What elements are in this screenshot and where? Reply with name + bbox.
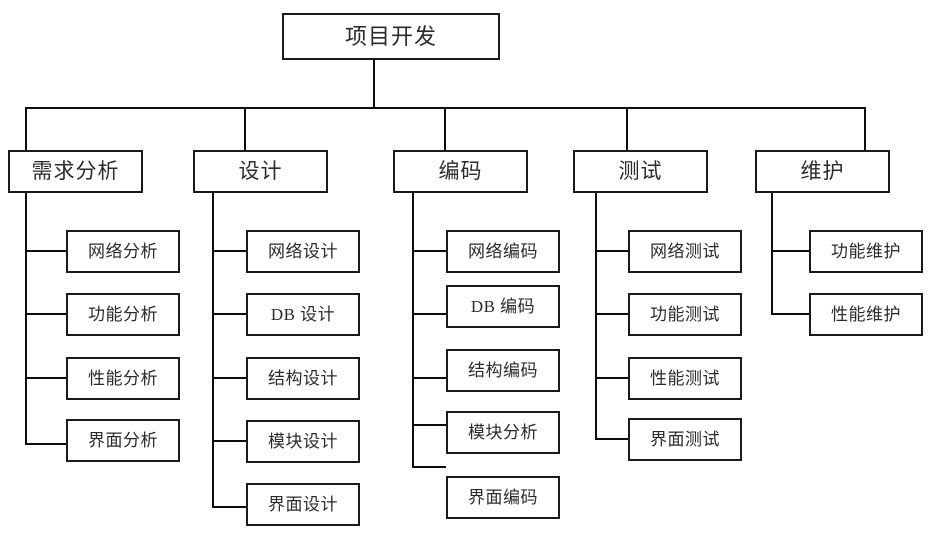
connector-branch-1-stub-3 — [25, 377, 66, 379]
node-leaf-4-1-label: 网络测试 — [650, 242, 720, 261]
connector-branch-3-stub-1 — [412, 250, 446, 252]
node-leaf-1-1[interactable]: 网络分析 — [66, 230, 180, 273]
node-leaf-2-1[interactable]: 网络设计 — [246, 230, 360, 273]
node-branch-5-label: 维护 — [800, 159, 845, 183]
connector-branch-4-stub-2 — [595, 313, 628, 315]
node-leaf-1-2[interactable]: 功能分析 — [66, 293, 180, 336]
node-leaf-2-3-label: 结构设计 — [268, 369, 338, 388]
node-leaf-4-3-label: 性能测试 — [650, 369, 720, 388]
node-leaf-3-5-label: 界面编码 — [468, 488, 538, 507]
node-leaf-2-5-label: 界面设计 — [268, 495, 338, 514]
connector-branch-3-stub-2 — [412, 313, 446, 315]
connector-bus-drop-5 — [864, 107, 866, 151]
node-leaf-1-3[interactable]: 性能分析 — [66, 357, 180, 400]
node-leaf-5-2-label: 性能维护 — [831, 305, 901, 324]
connector-branch-5-stub-1 — [771, 250, 809, 252]
node-leaf-4-4[interactable]: 界面测试 — [628, 418, 742, 461]
node-leaf-4-3[interactable]: 性能测试 — [628, 357, 742, 400]
node-branch-5[interactable]: 维护 — [755, 150, 890, 193]
node-branch-3-label: 编码 — [438, 159, 483, 183]
connector-bus-drop-3 — [444, 107, 446, 151]
connector-bus-drop-1 — [25, 107, 27, 151]
node-leaf-3-4-label: 模块分析 — [468, 423, 538, 442]
node-leaf-2-2[interactable]: DB 设计 — [246, 293, 360, 336]
node-leaf-5-1[interactable]: 功能维护 — [809, 230, 923, 273]
connector-branch-2-spine — [212, 193, 214, 508]
node-leaf-1-3-label: 性能分析 — [88, 369, 158, 388]
connector-bus-drop-2 — [244, 107, 246, 151]
connector-branch-3-stub-3 — [412, 377, 446, 379]
node-leaf-4-4-label: 界面测试 — [650, 430, 720, 449]
node-leaf-1-4-label: 界面分析 — [88, 431, 158, 450]
connector-branch-4-spine — [595, 193, 597, 440]
node-leaf-1-1-label: 网络分析 — [88, 242, 158, 261]
connector-branch-2-stub-1 — [212, 250, 246, 252]
node-leaf-5-1-label: 功能维护 — [831, 242, 901, 261]
node-leaf-4-1[interactable]: 网络测试 — [628, 230, 742, 273]
node-root[interactable]: 项目开发 — [282, 13, 500, 60]
node-leaf-3-3-label: 结构编码 — [468, 361, 538, 380]
node-leaf-2-5[interactable]: 界面设计 — [246, 483, 360, 526]
connector-branch-2-stub-2 — [212, 313, 246, 315]
node-leaf-1-4[interactable]: 界面分析 — [66, 419, 180, 462]
connector-branch-5-stub-2 — [771, 313, 809, 315]
node-branch-1-label: 需求分析 — [31, 159, 120, 183]
connector-branch-5-spine — [771, 193, 773, 315]
node-branch-4[interactable]: 测试 — [573, 150, 708, 193]
node-branch-1[interactable]: 需求分析 — [8, 150, 143, 193]
node-leaf-1-2-label: 功能分析 — [88, 305, 158, 324]
node-branch-4-label: 测试 — [618, 159, 663, 183]
connector-branch-3-stub-5 — [412, 466, 446, 468]
node-leaf-3-5[interactable]: 界面编码 — [446, 476, 560, 519]
node-branch-3[interactable]: 编码 — [393, 150, 528, 193]
node-leaf-3-2[interactable]: DB 编码 — [446, 285, 560, 328]
node-leaf-3-3[interactable]: 结构编码 — [446, 349, 560, 392]
connector-branch-4-stub-4 — [595, 438, 628, 440]
node-leaf-3-4[interactable]: 模块分析 — [446, 411, 560, 454]
connector-branch-1-stub-4 — [25, 443, 66, 445]
connector-bus-drop-4 — [626, 107, 628, 151]
connector-root-drop — [373, 60, 375, 108]
connector-branch-2-stub-5 — [212, 506, 246, 508]
node-leaf-3-1[interactable]: 网络编码 — [446, 230, 560, 273]
node-leaf-2-2-label: DB 设计 — [270, 305, 336, 324]
node-leaf-2-4[interactable]: 模块设计 — [246, 420, 360, 463]
connector-branch-3-spine — [412, 193, 414, 468]
node-leaf-2-3[interactable]: 结构设计 — [246, 357, 360, 400]
node-branch-2[interactable]: 设计 — [193, 150, 328, 193]
node-branch-2-label: 设计 — [238, 159, 283, 183]
connector-branch-2-stub-3 — [212, 377, 246, 379]
connector-branch-1-stub-1 — [25, 250, 66, 252]
connector-branch-3-stub-4 — [412, 424, 446, 426]
node-leaf-4-2[interactable]: 功能测试 — [628, 293, 742, 336]
node-root-label: 项目开发 — [344, 23, 437, 49]
node-leaf-4-2-label: 功能测试 — [650, 305, 720, 324]
node-leaf-2-4-label: 模块设计 — [268, 432, 338, 451]
connector-branch-4-stub-3 — [595, 377, 628, 379]
node-leaf-2-1-label: 网络设计 — [268, 242, 338, 261]
connector-branch-1-stub-2 — [25, 313, 66, 315]
connector-branch-1-spine — [25, 193, 27, 445]
node-leaf-5-2[interactable]: 性能维护 — [809, 293, 923, 336]
node-leaf-3-2-label: DB 编码 — [470, 297, 536, 316]
connector-branch-4-stub-1 — [595, 250, 628, 252]
node-leaf-3-1-label: 网络编码 — [468, 242, 538, 261]
connector-branch-2-stub-4 — [212, 440, 246, 442]
